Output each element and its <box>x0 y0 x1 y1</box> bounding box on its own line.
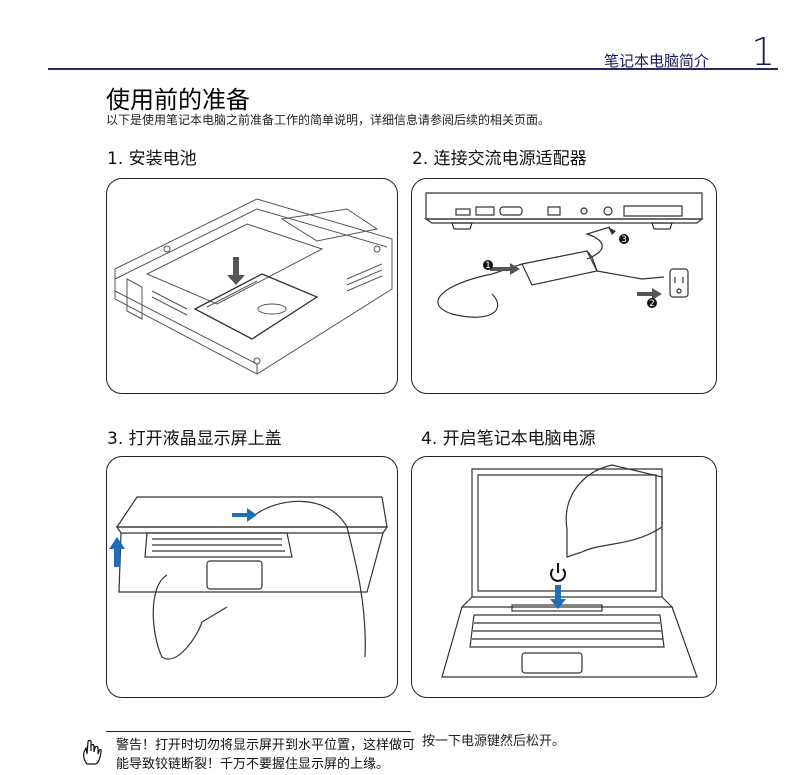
lift-arrow <box>109 537 125 567</box>
intro-text: 以下是使用笔记本电脑之前准备工作的简单说明，详细信息请参阅后续的相关页面。 <box>106 113 551 127</box>
press-arrow <box>550 585 566 609</box>
chapter-header-title: 笔记本电脑简介 <box>604 52 710 70</box>
power-illustration <box>441 464 698 678</box>
page-title: 使用前的准备 <box>106 86 250 114</box>
step-3-label: 3. 打开液晶显示屏上盖 <box>107 429 282 449</box>
header-rule <box>48 68 778 70</box>
callout-1-label: 1 <box>485 261 491 271</box>
step-2-label: 2. 连接交流电源适配器 <box>412 149 587 169</box>
arrow-3 <box>608 227 616 235</box>
insert-arrow <box>227 257 245 285</box>
warning-rule <box>106 731 411 732</box>
open-lid-illustration-panel <box>106 456 398 698</box>
arrow-1 <box>490 263 520 275</box>
callout-2-label: 2 <box>649 299 655 309</box>
power-caption: 按一下电源键然后松开。 <box>422 734 566 749</box>
adapter-illustration-panel: 1 2 3 <box>411 178 717 394</box>
open-lid-illustration <box>109 496 389 660</box>
callout-1: 1 <box>483 260 493 271</box>
callout-3: 3 <box>619 234 629 245</box>
adapter-illustration: 1 2 3 <box>424 192 704 318</box>
hand-warning-icon <box>83 739 102 765</box>
chapter-number: 1 <box>751 30 776 74</box>
step-1-label: 1. 安装电池 <box>107 149 197 169</box>
warning-text: 警告！打开时切勿将显示屏开到水平位置，这样做可能导致铰链断裂！千万不要握住显示屏… <box>116 738 416 772</box>
slide-arrow <box>232 508 257 522</box>
power-illustration-panel <box>411 456 717 698</box>
battery-illustration <box>114 198 393 375</box>
step-4-label: 4. 开启笔记本电脑电源 <box>421 429 596 449</box>
arrow-2 <box>637 288 662 300</box>
callout-2: 2 <box>647 298 657 309</box>
callout-3-label: 3 <box>621 235 627 245</box>
battery-illustration-panel <box>106 178 398 394</box>
power-icon <box>550 563 566 582</box>
